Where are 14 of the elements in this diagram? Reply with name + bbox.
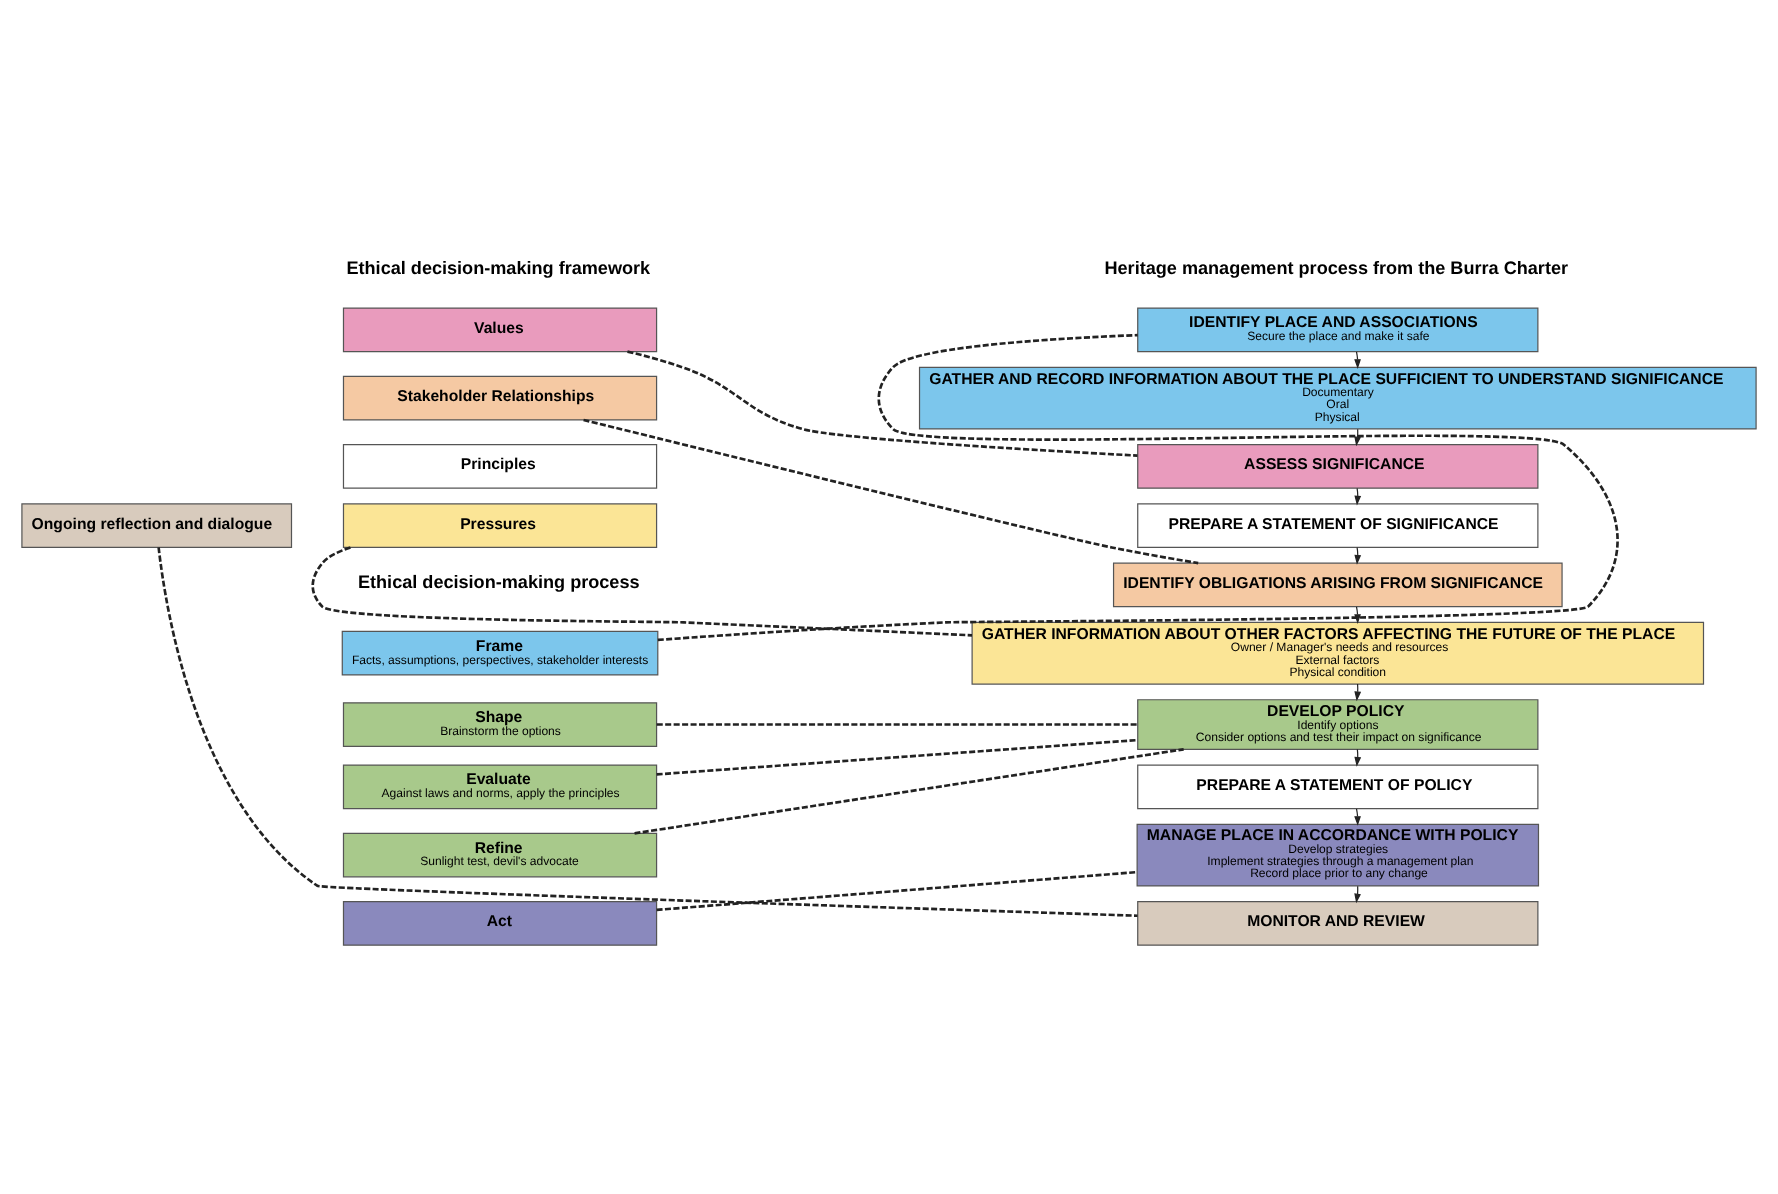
connector [656, 738, 1138, 776]
connector [157, 547, 1138, 918]
connector [657, 333, 1619, 642]
label: Ethical decision-making process [357, 571, 640, 592]
connector [311, 546, 973, 637]
arrow [1354, 606, 1361, 624]
arrow [1354, 808, 1361, 826]
connector [583, 418, 1199, 565]
connector [656, 870, 1137, 912]
label: Ethical decision-making framework [346, 257, 651, 278]
connector [656, 723, 1138, 726]
connector [627, 350, 1138, 457]
arrow [1354, 351, 1361, 369]
label: Heritage management process from the Burra Charter [1104, 257, 1569, 278]
